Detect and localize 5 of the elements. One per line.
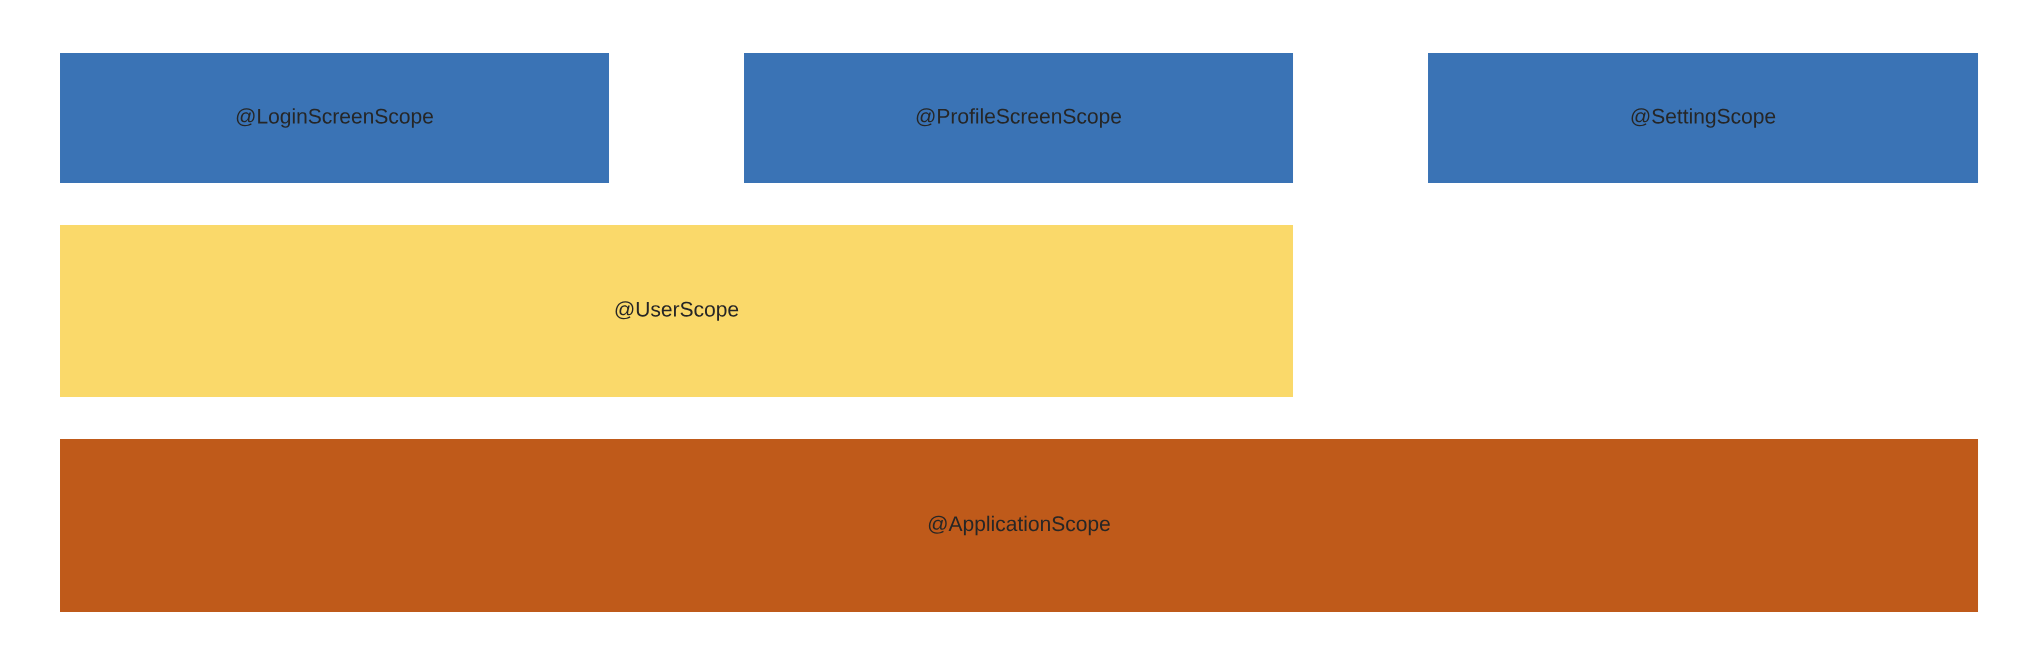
scope-box: @SettingScope (1428, 53, 1978, 183)
scope-band: @UserScope (60, 225, 1293, 397)
scope-box: @ProfileScreenScope (744, 53, 1293, 183)
scope-box: @LoginScreenScope (60, 53, 609, 183)
scope-band: @ApplicationScope (60, 439, 1978, 612)
